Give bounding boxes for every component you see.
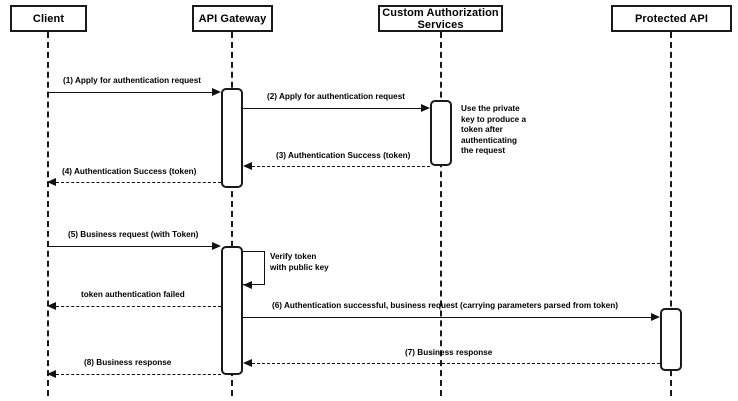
message-line-1 xyxy=(47,92,212,93)
note-private-key-token-line-1: Use the private xyxy=(461,104,520,113)
participant-label-custom-authorization-services: Custom Authorization Services xyxy=(382,6,499,31)
note-private-key-token-line-5: the request xyxy=(461,146,506,155)
activation-bar-api-gateway-auth xyxy=(221,88,243,188)
arrowhead-right-message-5 xyxy=(212,241,221,250)
note-private-key-token-line-3: token after xyxy=(461,125,503,134)
participant-box-client[interactable]: Client xyxy=(10,5,87,32)
message-line-8 xyxy=(56,374,221,375)
arrowhead-left-message-8 xyxy=(47,369,56,378)
message-line-6 xyxy=(243,317,651,318)
message-label-2: (2) Apply for authentication request xyxy=(267,92,405,101)
participant-box-api-gateway[interactable]: API Gateway xyxy=(192,5,273,32)
arrowhead-right-message-1 xyxy=(212,87,221,96)
message-line-token-authentication-failed xyxy=(56,306,221,307)
self-message-label-line-1: Verify token xyxy=(270,252,317,261)
self-message-loop-verify-token xyxy=(243,251,265,285)
participant-box-custom-authorization-services[interactable]: Custom Authorization Services xyxy=(378,5,503,32)
self-message-label-verify-token: Verify token with public key xyxy=(270,252,329,273)
activation-bar-custom-auth-service xyxy=(430,100,452,166)
arrowhead-right-message-6 xyxy=(651,312,660,321)
participant-label-client: Client xyxy=(32,12,65,25)
activation-bar-api-gateway-business xyxy=(221,246,243,375)
message-line-4 xyxy=(56,182,221,183)
note-private-key-token-line-2: key to produce a xyxy=(461,114,527,124)
message-line-7 xyxy=(252,363,660,364)
message-label-7: (7) Business response xyxy=(405,348,493,357)
message-label-5: (5) Business request (with Token) xyxy=(68,230,199,239)
message-label-4: (4) Authentication Success (token) xyxy=(62,167,197,176)
note-private-key-token: Use the private key to produce a token a… xyxy=(461,104,526,157)
lifeline-protected-api xyxy=(670,32,672,396)
message-line-2 xyxy=(243,108,421,109)
arrowhead-left-message-7 xyxy=(243,358,252,367)
arrowhead-left-message-token-authentication-failed xyxy=(47,301,56,310)
arrowhead-left-message-3 xyxy=(243,161,252,170)
arrowhead-left-self-message-verify-token xyxy=(243,280,252,289)
self-message-label-line-2: with public key xyxy=(270,262,329,272)
participant-label-api-gateway: API Gateway xyxy=(198,12,267,25)
lifeline-client xyxy=(47,32,49,396)
message-label-1: (1) Apply for authentication request xyxy=(63,76,201,85)
arrowhead-right-message-2 xyxy=(421,103,430,112)
message-label-6: (6) Authentication successful, business … xyxy=(272,301,618,310)
message-label-3: (3) Authentication Success (token) xyxy=(276,151,411,160)
note-private-key-token-line-4: authenticating xyxy=(461,135,517,145)
message-line-3 xyxy=(252,166,430,167)
arrowhead-left-message-4 xyxy=(47,177,56,186)
activation-bar-protected-api xyxy=(660,308,682,371)
participant-box-protected-api[interactable]: Protected API xyxy=(611,5,732,32)
lifeline-custom-authorization-services xyxy=(440,32,442,396)
lifeline-api-gateway xyxy=(231,32,233,396)
message-label-8: (8) Business response xyxy=(84,358,172,367)
message-line-5 xyxy=(47,246,212,247)
participant-label-protected-api: Protected API xyxy=(634,12,709,25)
message-label-token-authentication-failed: token authentication failed xyxy=(81,290,185,299)
